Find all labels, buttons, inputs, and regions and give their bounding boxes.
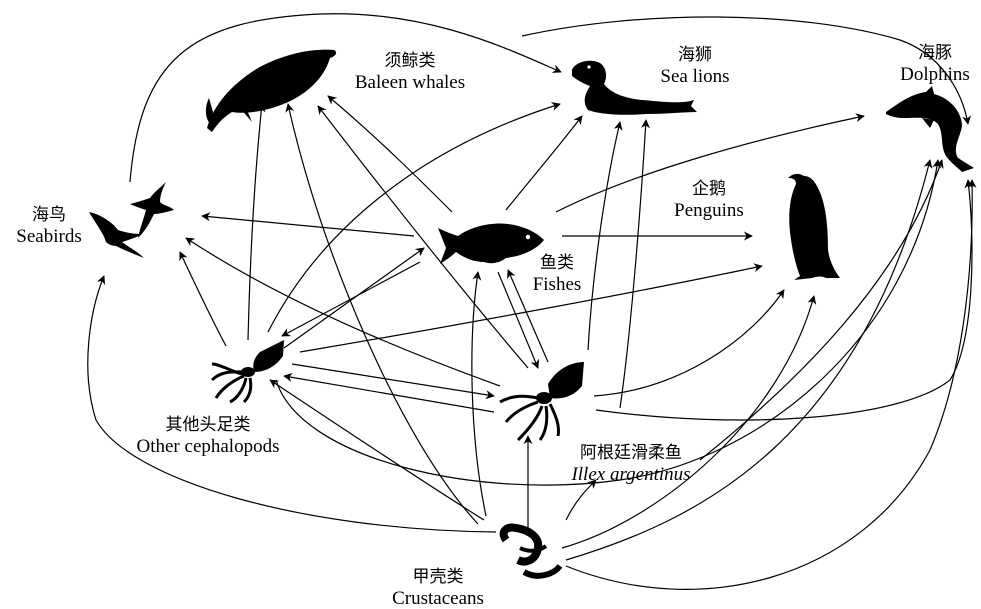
arrow-illex-to-penguins xyxy=(594,290,784,396)
arrow-fishes-to-seabirds xyxy=(202,216,414,236)
label-en: Seabirds xyxy=(4,226,94,247)
arrow-fishes-to-baleen-whales xyxy=(328,96,452,212)
arrow-fishes-to-other-cephalopods xyxy=(282,262,420,336)
label-en: Other cephalopods xyxy=(118,436,298,457)
arrow-other-cephalopods-to-dolphins xyxy=(276,160,938,485)
squid-icon xyxy=(500,362,584,440)
label-en: Baleen whales xyxy=(342,72,478,93)
arrow-crustaceans-to-illex-label xyxy=(566,480,596,520)
arrow-other-cephalopods-to-sea-lions xyxy=(268,104,560,332)
arrow-illex-label-to-sea-lions xyxy=(620,120,646,408)
label-zh: 海鸟 xyxy=(4,204,94,226)
penguin-icon xyxy=(788,174,840,280)
label-en: Penguins xyxy=(654,200,764,221)
node-label-illex: 阿根廷滑柔鱼 Illex argentinus xyxy=(556,442,706,485)
label-en: Sea lions xyxy=(640,66,750,87)
arrow-seabirds-to-sea-lions xyxy=(130,14,561,182)
squid-icon xyxy=(212,340,284,402)
label-en: Dolphins xyxy=(890,64,980,85)
node-label-baleen-whales: 须鲸类 Baleen whales xyxy=(342,50,478,93)
arrow-other-cephalopods-to-illex xyxy=(292,364,494,396)
arrow-other-cephalopods-to-fishes xyxy=(284,248,424,348)
node-label-fishes: 鱼类 Fishes xyxy=(512,252,602,295)
node-label-penguins: 企鹅 Penguins xyxy=(654,178,764,221)
arrow-fishes-to-sea-lions xyxy=(506,116,582,210)
label-en: Illex argentinus xyxy=(556,464,706,485)
label-zh: 其他头足类 xyxy=(118,414,298,436)
arrow-crustaceans-to-other-cephalopods xyxy=(270,380,484,520)
label-zh: 甲壳类 xyxy=(376,566,500,588)
label-en: Fishes xyxy=(512,274,602,295)
arrow-illex-to-other-cephalopods xyxy=(284,376,494,412)
arrow-crustaceans-to-dolphins-outer xyxy=(566,180,972,589)
label-en: Crustaceans xyxy=(376,588,500,609)
node-label-dolphins: 海豚 Dolphins xyxy=(890,42,980,85)
label-zh: 须鲸类 xyxy=(342,50,478,72)
label-zh: 阿根廷滑柔鱼 xyxy=(556,442,706,464)
arrow-illex-to-seabirds xyxy=(186,238,500,386)
node-label-crustaceans: 甲壳类 Crustaceans xyxy=(376,566,500,609)
node-label-sea-lions: 海狮 Sea lions xyxy=(640,44,750,87)
node-label-other-cephalopods: 其他头足类 Other cephalopods xyxy=(118,414,298,457)
arrow-other-cephalopods-to-seabirds xyxy=(180,252,226,346)
label-zh: 企鹅 xyxy=(654,178,764,200)
arrow-illex-to-dolphins xyxy=(596,180,972,420)
arrow-crustaceans-to-seabirds xyxy=(88,276,496,532)
label-zh: 海豚 xyxy=(890,42,980,64)
shrimp-icon xyxy=(504,528,560,576)
whale-icon xyxy=(206,50,336,132)
seabird-icon xyxy=(89,182,174,258)
label-zh: 海狮 xyxy=(640,44,750,66)
label-zh: 鱼类 xyxy=(512,252,602,274)
node-label-seabirds: 海鸟 Seabirds xyxy=(4,204,94,247)
